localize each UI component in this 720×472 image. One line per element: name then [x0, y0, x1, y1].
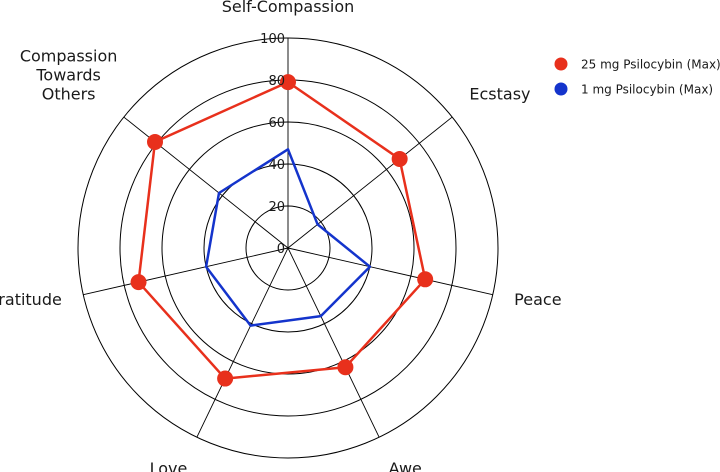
grid-spoke — [287, 116, 453, 249]
legend-marker — [554, 57, 568, 71]
tick-label: 80 — [268, 74, 285, 89]
axis-label-line: Self-Compassion — [222, 0, 355, 16]
legend-label: 1 mg Psilocybin (Max) — [581, 83, 713, 97]
axis-label-line: Love — [150, 459, 188, 472]
series-line — [137, 80, 427, 380]
radar-grid — [77, 37, 499, 459]
tick-label: 60 — [268, 116, 285, 131]
series-point — [391, 150, 408, 167]
series-layer — [130, 74, 434, 387]
legend: 25 mg Psilocybin (Max) 1 mg Psilocybin (M… — [554, 57, 720, 97]
series-point — [417, 271, 434, 288]
axis-label: Self-Compassion — [222, 0, 355, 16]
grid-spoke — [287, 247, 493, 296]
series-point — [217, 370, 234, 387]
axis-label: Ecstasy — [469, 84, 530, 103]
legend-label: 25 mg Psilocybin (Max) — [581, 58, 720, 72]
series-point — [280, 74, 296, 91]
series-point — [337, 359, 354, 376]
axis-label: Love — [150, 459, 188, 472]
tick-label: 20 — [268, 200, 285, 215]
axis-label-line: Ecstasy — [469, 84, 530, 103]
tick-label: 0 — [277, 242, 285, 257]
grid-spoke — [196, 247, 289, 438]
axis-label-line: Towards — [35, 65, 101, 84]
axis-label-line: Compassion — [20, 46, 118, 65]
legend-marker — [554, 82, 568, 96]
tick-label: 100 — [260, 32, 285, 47]
axis-label: Awe — [389, 459, 422, 472]
series-point — [147, 133, 164, 150]
grid-spoke — [83, 247, 289, 296]
axis-label-line: Others — [42, 84, 96, 103]
axis-label-line: Peace — [514, 290, 561, 309]
grid-spoke — [287, 247, 380, 438]
tick-label: 40 — [268, 158, 285, 173]
radial-tick-labels: 0 20 40 60 80 100 — [260, 32, 285, 257]
axis-label: Peace — [514, 290, 561, 309]
axis-label-line: Awe — [389, 459, 422, 472]
axis-label: Gratitude — [0, 290, 62, 309]
series-line — [204, 148, 372, 327]
axis-label-line: Gratitude — [0, 290, 62, 309]
series-point — [130, 274, 147, 291]
